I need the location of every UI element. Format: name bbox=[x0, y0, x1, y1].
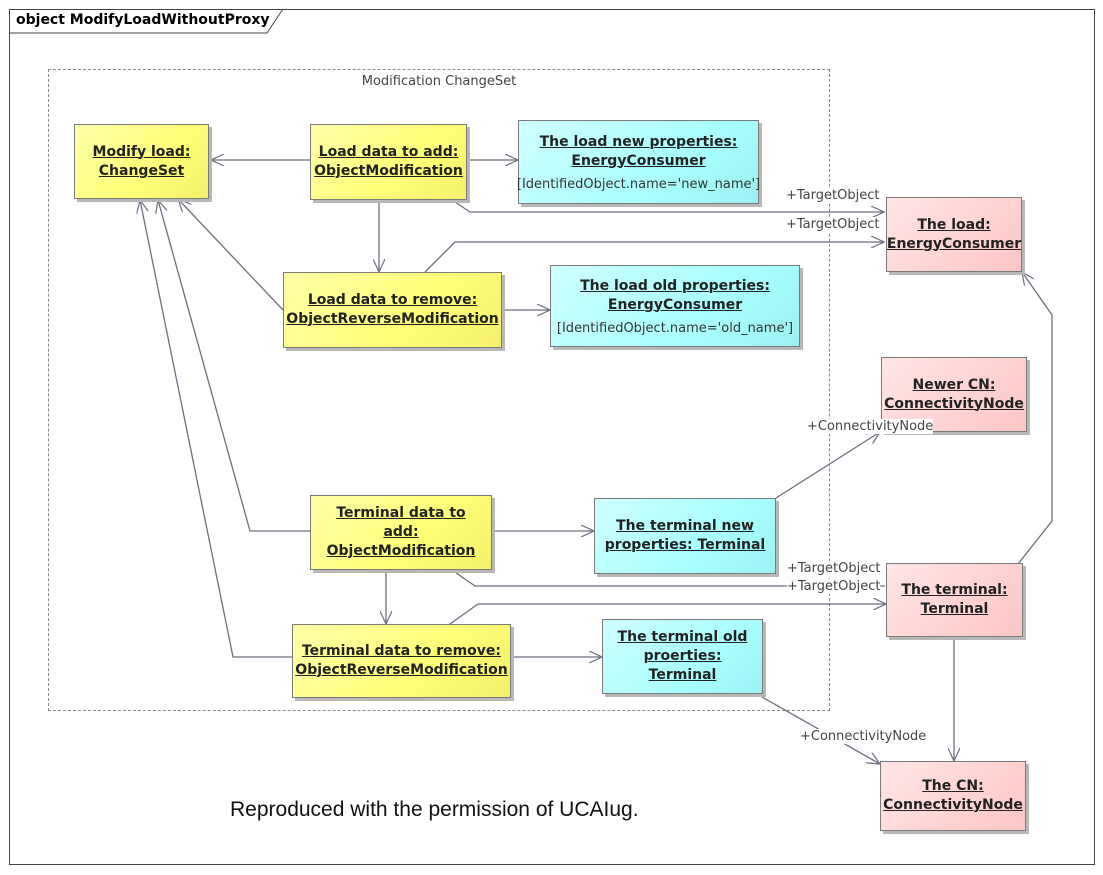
node-type: Terminal bbox=[920, 601, 989, 617]
node-type: properties: Terminal bbox=[604, 537, 766, 553]
modify-load-changeset-node[interactable]: Modify load: ChangeSet bbox=[74, 124, 209, 199]
newer-cn-node[interactable]: Newer CN: ConnectivityNode bbox=[881, 357, 1027, 432]
edge-load-remove-to-changeset bbox=[178, 199, 284, 311]
node-title: Modify load: bbox=[92, 143, 191, 160]
node-title: The load old properties: bbox=[580, 277, 770, 294]
node-type: ObjectReverseModification bbox=[295, 662, 508, 678]
role-label-target-object: +TargetObject bbox=[787, 579, 881, 594]
role-label-connectivity-node: +ConnectivityNode bbox=[800, 729, 927, 744]
edge-terminal-add-target bbox=[451, 569, 885, 587]
terminal-new-properties-node[interactable]: The terminal new properties: Terminal bbox=[594, 498, 776, 574]
edge-terminal-to-load bbox=[1017, 272, 1053, 565]
node-type: ObjectModification bbox=[314, 163, 463, 179]
node-title-cont: proerties: bbox=[643, 648, 722, 664]
role-label-target-object: +TargetObject bbox=[786, 188, 880, 203]
role-label-target-object: +TargetObject bbox=[786, 217, 880, 232]
terminal-data-to-add-node[interactable]: Terminal data to add: ObjectModification bbox=[310, 495, 492, 570]
edge-load-remove-target bbox=[424, 242, 884, 273]
frame-title-tab bbox=[9, 9, 284, 34]
diagram-title: object ModifyLoadWithoutProxy bbox=[16, 12, 270, 28]
terminal-old-properties-node[interactable]: The terminal old proerties: Terminal bbox=[602, 619, 763, 694]
diagram-frame bbox=[9, 9, 1095, 865]
edge-terminal-new-to-newer-cn bbox=[775, 432, 880, 499]
load-data-to-remove-node[interactable]: Load data to remove: ObjectReverseModifi… bbox=[283, 272, 502, 348]
role-label-target-object: +TargetObject bbox=[787, 561, 881, 576]
node-title: The terminal: bbox=[901, 582, 1008, 598]
node-type: ConnectivityNode bbox=[884, 395, 1024, 412]
role-label-connectivity-node: +ConnectivityNode bbox=[807, 419, 934, 434]
node-type: EnergyConsumer bbox=[607, 296, 743, 313]
node-title: Terminal data to bbox=[336, 505, 466, 521]
load-data-to-add-node[interactable]: Load data to add: ObjectModification bbox=[310, 124, 467, 200]
the-cn-node[interactable]: The CN: ConnectivityNode bbox=[880, 761, 1026, 831]
node-type: ConnectivityNode bbox=[883, 797, 1023, 813]
node-title: The load new properties: bbox=[539, 133, 738, 150]
load-old-properties-node[interactable]: The load old properties: EnergyConsumer … bbox=[550, 265, 800, 347]
node-title: Load data to remove: bbox=[307, 292, 478, 308]
edge-terminal-remove-to-changeset bbox=[140, 200, 292, 658]
node-type: EnergyConsumer bbox=[886, 235, 1022, 252]
node-title: The terminal old bbox=[617, 629, 748, 645]
node-title: The load: bbox=[917, 216, 991, 233]
terminal-data-to-remove-node[interactable]: Terminal data to remove: ObjectReverseMo… bbox=[292, 624, 511, 698]
edge-terminal-add-to-changeset bbox=[158, 200, 310, 532]
node-attribute: [IdentifiedObject.name='old_name'] bbox=[556, 320, 794, 336]
edge-load-add-target bbox=[454, 201, 884, 212]
node-title: Terminal data to remove: bbox=[301, 643, 502, 659]
node-type: ObjectReverseModification bbox=[286, 311, 499, 327]
the-load-energy-consumer-node[interactable]: The load: EnergyConsumer bbox=[886, 197, 1022, 272]
node-title: The CN: bbox=[922, 778, 984, 794]
changeset-label: Modification ChangeSet bbox=[361, 74, 517, 89]
node-type: ChangeSet bbox=[98, 162, 185, 179]
permission-footnote: Reproduced with the permission of UCAIug… bbox=[230, 798, 639, 821]
the-terminal-node[interactable]: The terminal: Terminal bbox=[886, 563, 1023, 637]
node-title-cont: add: bbox=[383, 524, 419, 540]
edge-terminal-remove-target bbox=[449, 604, 886, 625]
changeset-boundary bbox=[48, 69, 830, 711]
node-type: EnergyConsumer bbox=[571, 152, 706, 169]
node-title: Load data to add: bbox=[318, 144, 459, 160]
node-attribute: [IdentifiedObject.name='new_name'] bbox=[516, 176, 761, 192]
node-title: Newer CN: bbox=[912, 376, 996, 393]
edge-terminal-old-to-cn bbox=[754, 692, 880, 764]
load-new-properties-node[interactable]: The load new properties: EnergyConsumer … bbox=[516, 120, 761, 204]
node-type: Terminal bbox=[648, 667, 717, 683]
node-type: ObjectModification bbox=[326, 543, 476, 559]
node-title: The terminal new bbox=[616, 518, 754, 534]
